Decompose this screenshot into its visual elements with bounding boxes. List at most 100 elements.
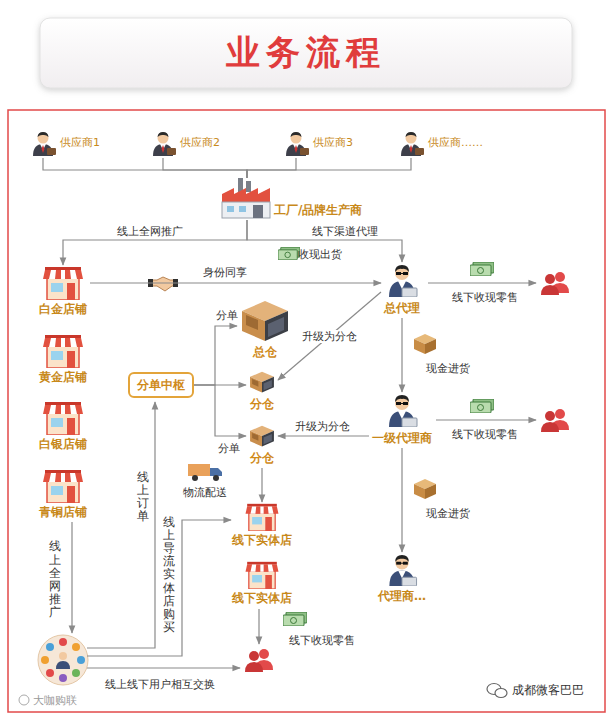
- node-label: 白金店铺: [39, 301, 87, 317]
- flow-arrow: [247, 158, 411, 178]
- edge-label: 现金进货: [424, 507, 472, 520]
- node-label: 线下实体店: [232, 532, 292, 548]
- warehouse: 分仓: [246, 368, 278, 414]
- goods-icon: [414, 479, 436, 499]
- edge-label: 分单: [216, 442, 242, 455]
- warehouse-icon: [250, 426, 274, 447]
- flow-arrow: [278, 435, 369, 436]
- supplier-icon: [153, 132, 176, 156]
- agent-icon: [389, 555, 416, 586]
- flow-arrow: [278, 292, 381, 380]
- flow-note: 线下收现零售: [452, 428, 518, 441]
- flow-arrow: [43, 158, 247, 178]
- customers-icon: [541, 272, 569, 295]
- flow-note: 线下收现零售: [289, 634, 355, 647]
- shop-icon: [43, 470, 83, 503]
- supplier-icon: [286, 132, 309, 156]
- node-label: 黄金店铺: [39, 369, 87, 385]
- node-label: 总仓: [240, 344, 290, 360]
- shop-icon: [246, 504, 279, 531]
- title: 业务流程: [226, 30, 386, 76]
- node-label: 供应商……: [428, 130, 483, 156]
- shop-tier: 白银店铺: [36, 400, 90, 454]
- node-label: 供应商3: [313, 130, 353, 156]
- flow-note: 线上导流实体店购买: [163, 516, 175, 635]
- edge-label: 线上全网推广: [115, 225, 185, 238]
- edge-label: 升级为分仓: [300, 330, 359, 343]
- cash-icon: [470, 262, 494, 276]
- flow-arrow: [194, 385, 246, 436]
- node-label: 供应商2: [180, 130, 220, 156]
- flow-note: 线上线下用户相互交换: [105, 678, 215, 691]
- node-label: 工厂/品牌生产商: [274, 202, 362, 218]
- node-label: 代理商…: [378, 588, 426, 604]
- node-label: 供应商1: [60, 130, 100, 156]
- edge-label: 物流配送: [181, 486, 229, 499]
- node-label: 青铜店铺: [39, 504, 87, 520]
- handshake-icon: [148, 277, 178, 291]
- edge-label: 升级为分仓: [293, 420, 352, 433]
- node-label: 线下实体店: [232, 590, 292, 606]
- flow-note: 收现出货: [298, 248, 342, 261]
- node-label: 分仓: [249, 450, 275, 466]
- supplier: 供应商1: [30, 130, 103, 158]
- edge-label: 线下渠道代理: [310, 225, 380, 238]
- shop-icon: [43, 402, 83, 435]
- node-label: 分单中枢: [137, 377, 185, 393]
- shop-tier: 青铜店铺: [36, 468, 90, 522]
- supplier: 供应商2: [150, 130, 223, 158]
- cash-icon: [470, 399, 494, 413]
- edge-label: 身份同享: [201, 266, 249, 279]
- flow-lines: [72, 283, 536, 668]
- dispatch-callout: 分单中枢: [128, 372, 194, 398]
- supplier-icon: [401, 132, 424, 156]
- node-label: 总代理: [384, 300, 420, 316]
- warehouse: 总仓: [237, 296, 293, 362]
- agent: 代理商…: [375, 552, 429, 606]
- shop-tier: 白金店铺: [36, 265, 90, 319]
- agent-icon: [389, 265, 417, 297]
- shop-tier: 黄金店铺: [36, 333, 90, 387]
- store: 线下实体店: [229, 502, 295, 550]
- flow-arrow: [63, 220, 247, 265]
- warehouse-icon: [242, 301, 288, 341]
- flow-note: 线上订单: [137, 471, 149, 524]
- factory: 工厂/品牌生产商: [222, 178, 365, 220]
- truck-icon: [188, 464, 222, 481]
- agent-icon: [389, 395, 417, 427]
- node-label: 分仓: [249, 396, 275, 412]
- title-banner: [40, 18, 572, 88]
- cash-icon: [283, 612, 307, 626]
- watermark-icon: [19, 695, 29, 705]
- users-hub-icon: [38, 635, 88, 685]
- node-label: 白银店铺: [39, 436, 87, 452]
- factory-icon: [222, 178, 270, 218]
- shop-icon: [246, 562, 279, 589]
- watermark: 大咖购联: [33, 694, 77, 707]
- shop-icon: [43, 267, 83, 300]
- flow-arrow: [401, 448, 402, 552]
- supplier: 供应商……: [398, 130, 486, 158]
- flow-arrow: [194, 326, 237, 385]
- node-label: 一级代理商: [372, 430, 432, 446]
- warehouse: 分仓: [246, 422, 278, 468]
- goods-icon: [414, 334, 436, 354]
- flow-arrow: [247, 158, 296, 178]
- frame: [8, 110, 605, 712]
- agent: 一级代理商: [369, 392, 435, 448]
- flow-arrow: [163, 158, 247, 178]
- customers-icon: [245, 649, 273, 672]
- supplier: 供应商3: [283, 130, 356, 158]
- store: 线下实体店: [229, 560, 295, 608]
- edge-label: 现金进货: [424, 362, 472, 375]
- flow-note: 线下收现零售: [452, 291, 518, 304]
- edge-label: 分单: [214, 309, 240, 322]
- shop-icon: [43, 335, 83, 368]
- wechat-icon: [487, 684, 507, 698]
- agent: 总代理: [381, 262, 423, 318]
- supplier-icon: [33, 132, 56, 156]
- customers-icon: [541, 409, 569, 432]
- flow-arrow: [247, 220, 402, 262]
